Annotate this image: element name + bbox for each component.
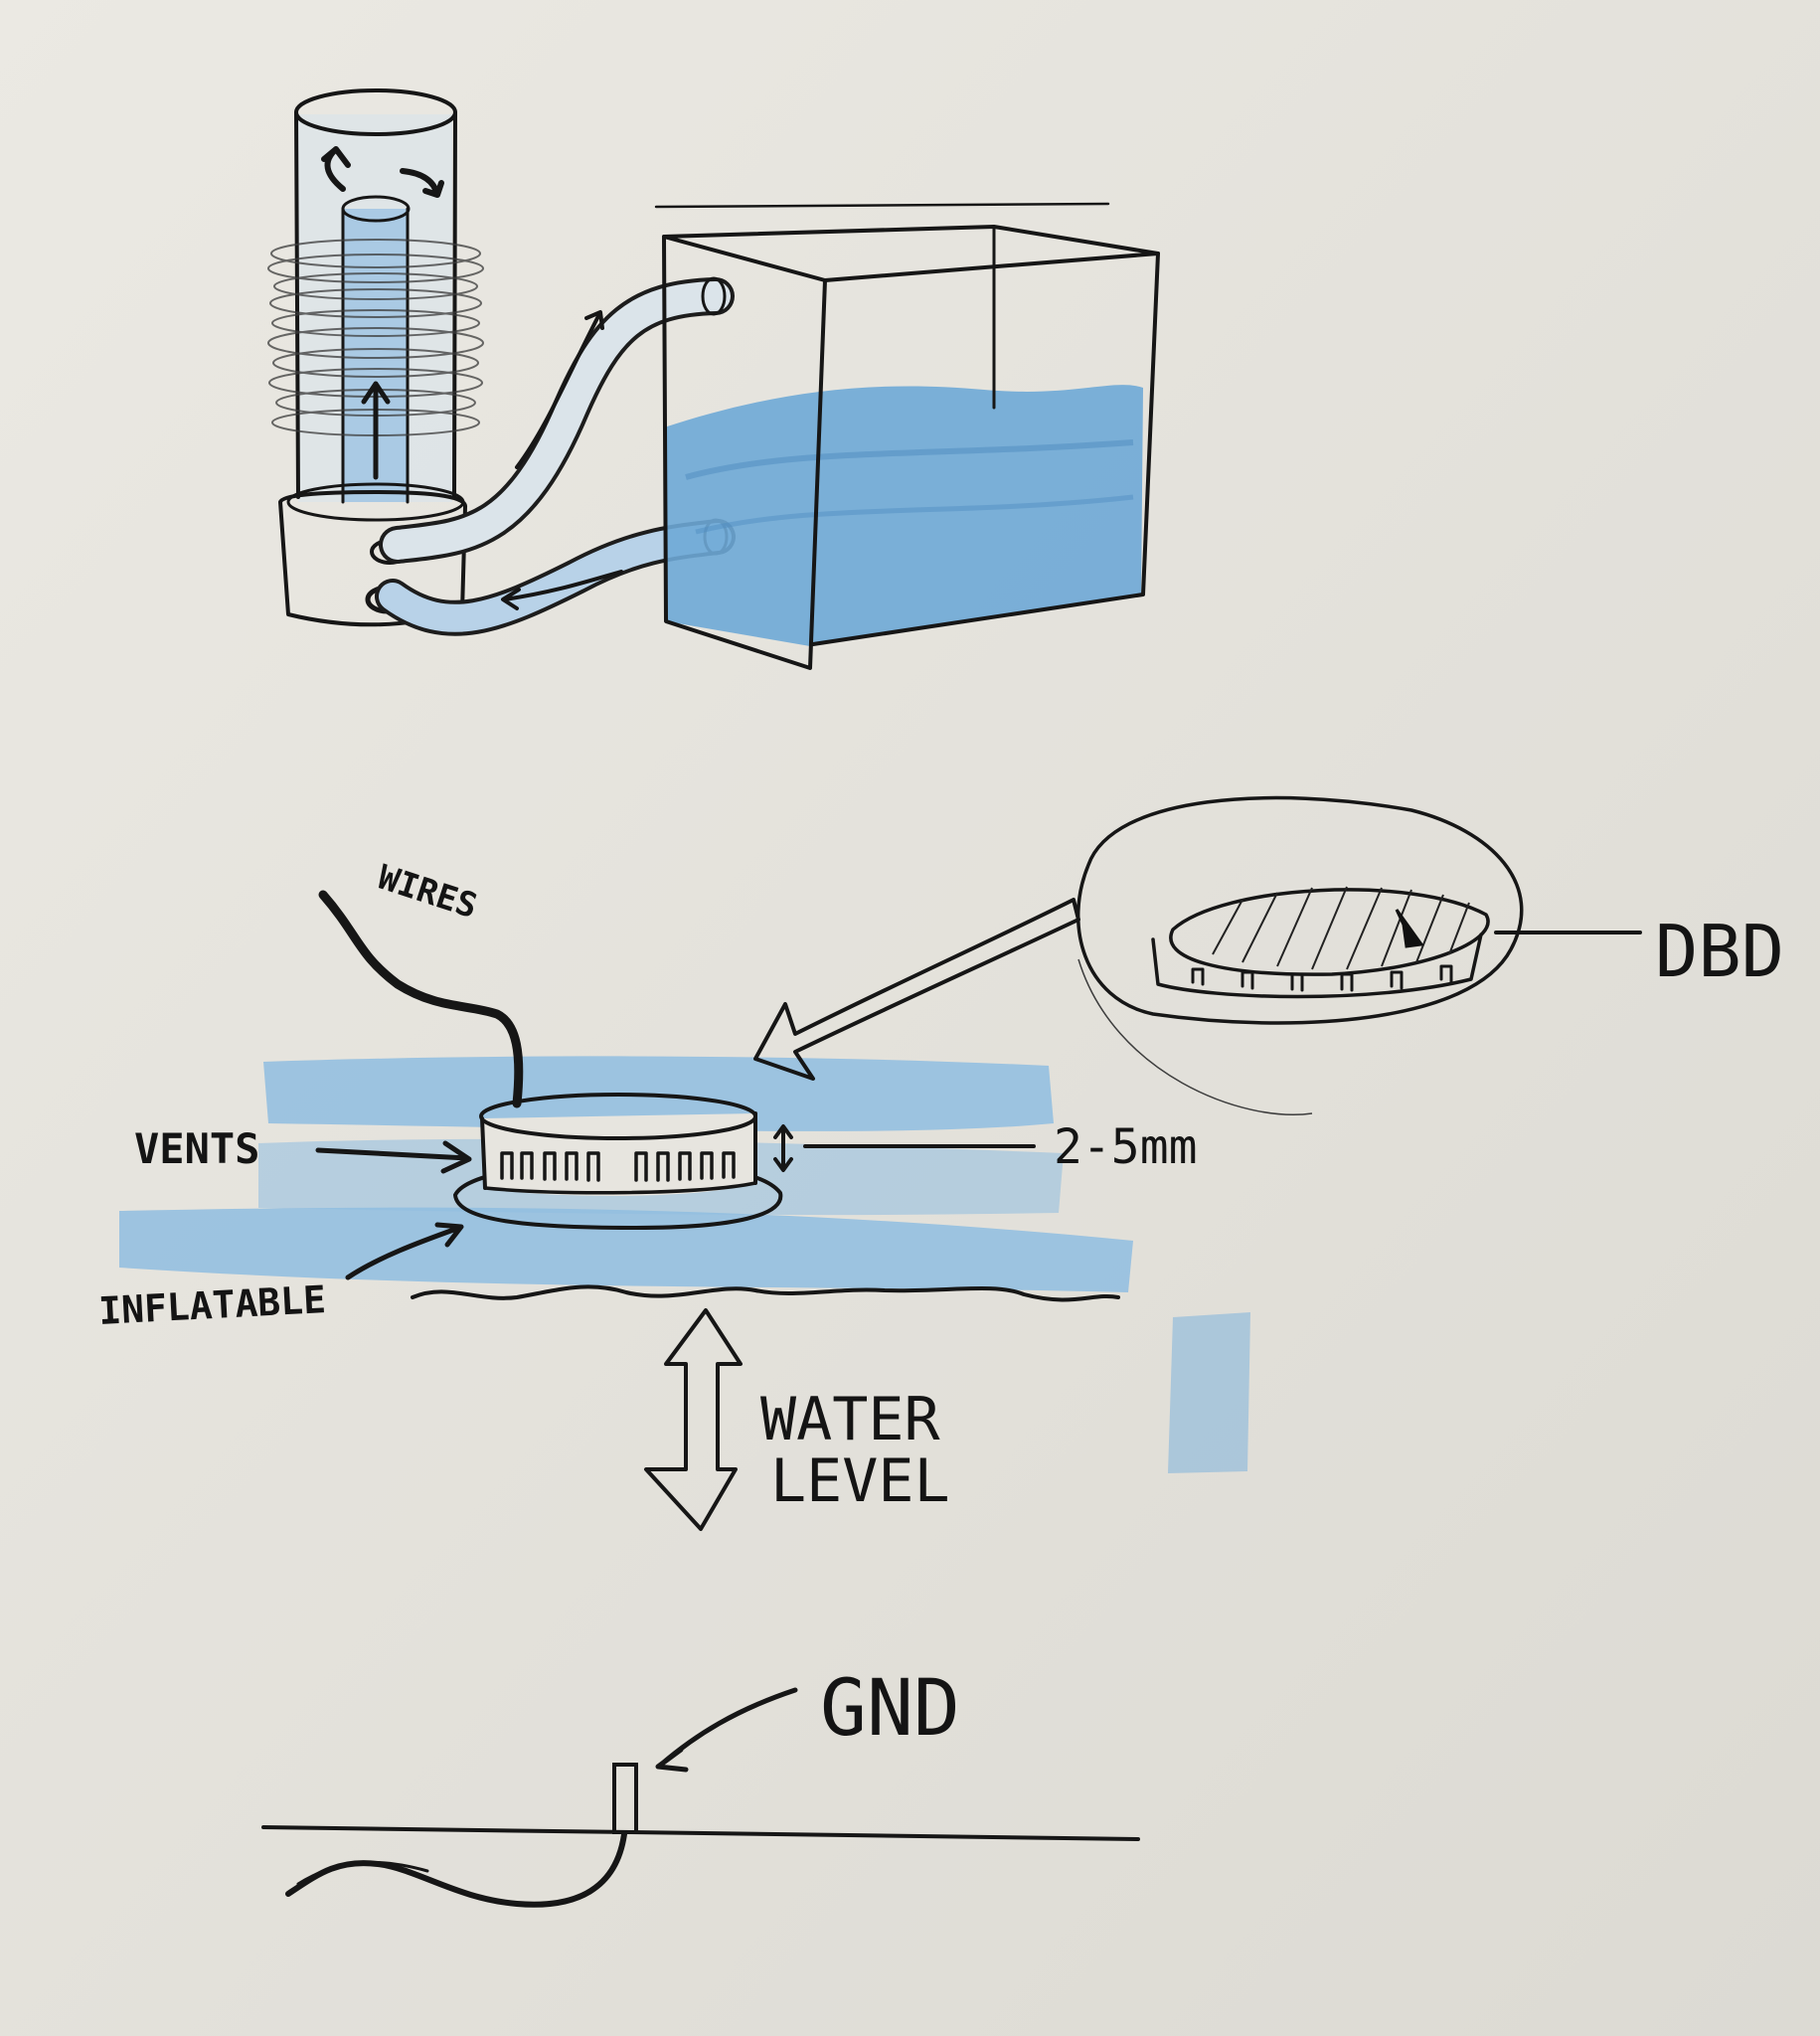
vents-arrow-icon [315, 1140, 472, 1174]
dbd-pointer-icon [1395, 909, 1424, 948]
swirl-arrow-left-icon [321, 146, 351, 192]
hose-flow-arrow-up-icon [515, 310, 604, 469]
floating-device [318, 890, 793, 1230]
ground-section [261, 1687, 1140, 1908]
hose-flow-arrow-left-icon [501, 570, 623, 610]
detail-arrow-icon [753, 898, 1080, 1081]
pump-base [278, 490, 467, 627]
vent-slots [483, 1151, 757, 1195]
coil-windings [267, 239, 484, 436]
label-dbd: DBD [1655, 910, 1784, 993]
water-tank [654, 202, 1160, 670]
water-level-arrow-icon [644, 1308, 743, 1531]
label-vents: VENTS [134, 1124, 259, 1173]
dbd-detail [1075, 795, 1642, 1115]
flow-up-arrow-icon [361, 381, 391, 480]
wire [318, 890, 524, 1108]
label-gap: 2-5mm [1054, 1119, 1198, 1175]
inflatable-arrow-icon [345, 1222, 464, 1280]
gap-arrow-icon [773, 1124, 793, 1172]
ground-line [261, 1825, 1140, 1841]
label-water-level-line1: WATER [760, 1385, 940, 1454]
water-wave-line [411, 1284, 1120, 1302]
label-water-level-line2: LEVEL [770, 1446, 950, 1516]
gnd-arrow-icon [655, 1687, 798, 1773]
pump-cylinder [267, 88, 484, 627]
swirl-arrow-right-icon [400, 168, 444, 198]
label-gnd: GND [820, 1664, 960, 1754]
